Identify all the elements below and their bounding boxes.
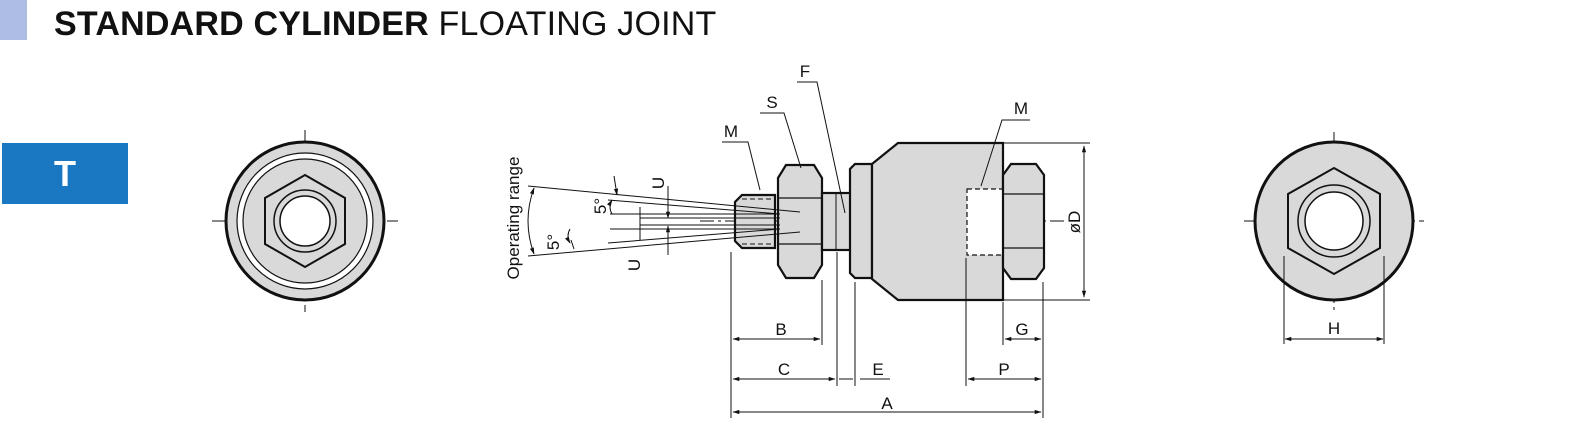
- internal-thread: [966, 188, 1004, 256]
- label-u-top: U: [649, 177, 668, 189]
- lock-nut: [776, 163, 824, 280]
- leader-f: [797, 81, 846, 214]
- left-end-view: [212, 130, 398, 312]
- left-thread-stud: [733, 193, 777, 250]
- label-f: F: [800, 62, 810, 81]
- dimension-labels: M S F M B C E P G A øD U U 5° 5° Operati…: [504, 62, 1084, 413]
- label-b: B: [775, 320, 786, 339]
- d-dimension: [1003, 142, 1090, 301]
- collar: [848, 162, 874, 280]
- label-operating-range: Operating range: [504, 157, 523, 280]
- right-hex-nut: [1001, 162, 1046, 281]
- label-angle-upper: 5°: [591, 198, 610, 214]
- operating-range-lines: [527, 175, 801, 257]
- label-h: H: [1328, 319, 1340, 338]
- right-end-view: [1244, 132, 1424, 344]
- side-view: [527, 81, 1090, 418]
- leader-m-right: [980, 119, 1030, 187]
- label-m-left: M: [724, 122, 738, 141]
- label-angle-lower: 5°: [544, 234, 563, 250]
- label-s: S: [766, 93, 777, 112]
- bottom-dimensions: [730, 252, 1044, 418]
- leader-lines: [722, 81, 1030, 214]
- type-badge: T: [2, 143, 128, 204]
- page-title: STANDARD CYLINDER FLOATING JOINT: [54, 2, 717, 46]
- left-view-stud-inner: [279, 195, 331, 247]
- label-c: C: [778, 360, 790, 379]
- label-a: A: [881, 394, 893, 413]
- label-e: E: [872, 360, 883, 379]
- label-g: G: [1015, 320, 1028, 339]
- label-u-bottom: U: [625, 259, 644, 271]
- label-p: P: [998, 360, 1009, 379]
- label-d: øD: [1065, 211, 1084, 234]
- title-bold: STANDARD CYLINDER: [54, 5, 429, 43]
- header-accent-bar: [0, 0, 27, 40]
- right-view-bore: [1304, 191, 1364, 251]
- title-light: FLOATING JOINT: [438, 5, 717, 43]
- leader-m-left: [722, 141, 761, 191]
- label-m-right: M: [1014, 99, 1028, 118]
- leader-s: [760, 112, 802, 169]
